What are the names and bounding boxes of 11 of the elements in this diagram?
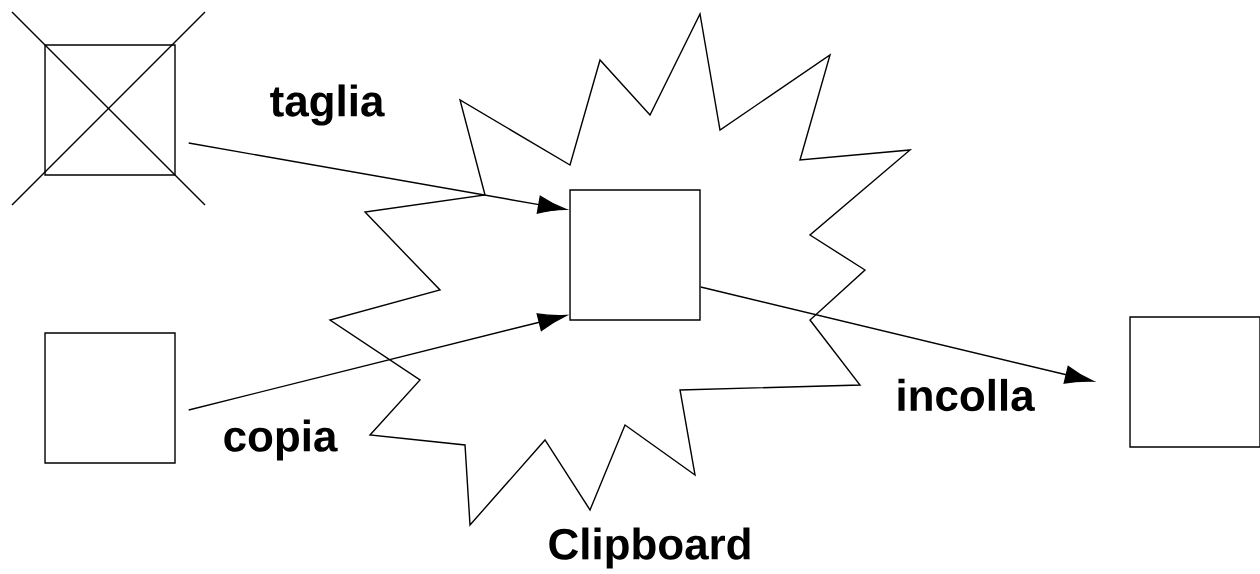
- box: [44, 332, 176, 464]
- crossed-box: [11, 11, 206, 206]
- box: [1129, 316, 1260, 448]
- arrow: [188, 313, 567, 411]
- edge-label: copia: [224, 419, 338, 461]
- node-label: Clipboard: [549, 527, 750, 569]
- edge-label: taglia: [270, 84, 385, 126]
- arrow: [700, 286, 1094, 384]
- arrow: [188, 142, 567, 214]
- edge-label: incolla: [898, 378, 1035, 412]
- box: [569, 189, 701, 321]
